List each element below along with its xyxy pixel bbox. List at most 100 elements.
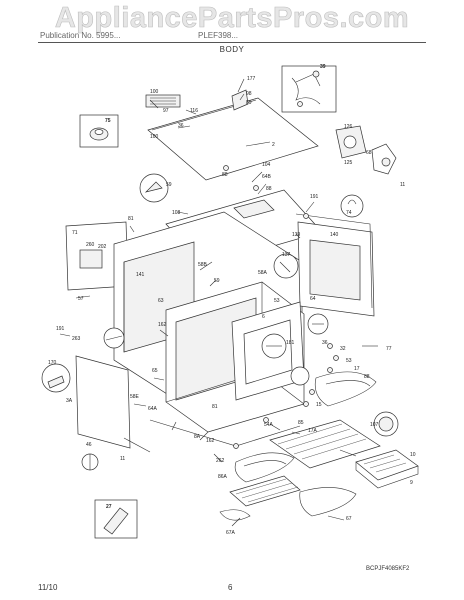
callout-label: 100	[150, 134, 159, 140]
publication-title: Publication No. 5995...	[40, 31, 121, 40]
callout-label: 58A	[258, 270, 268, 276]
inset-box-39	[281, 65, 337, 113]
callout-label: 263	[72, 336, 81, 342]
callout-label: 27	[106, 504, 112, 510]
callout-label: 63	[158, 298, 164, 304]
convection-fan-assembly	[335, 125, 397, 175]
callout-label: 68	[366, 150, 372, 156]
callout-label: 58B	[198, 262, 208, 268]
detail-circle-181	[261, 333, 287, 359]
callout-label: 116	[190, 108, 198, 114]
callout-label: 17A	[308, 428, 318, 434]
callout-label: 64B	[262, 174, 272, 180]
callout-label: 141	[136, 272, 145, 278]
callout-label: 46	[86, 442, 92, 448]
callout-label: 140	[330, 232, 339, 238]
callout-label: 64A	[148, 406, 158, 412]
callout-label: 98	[246, 91, 252, 97]
watermark: AppliancePartsPros.com	[54, 2, 410, 35]
callout-label: 108	[172, 210, 181, 216]
rear-panel	[295, 213, 373, 309]
callout-label: 9	[410, 480, 413, 486]
callout-label: 100	[150, 89, 159, 95]
page-number: 6	[228, 583, 233, 592]
inset-box-75	[79, 114, 119, 148]
callout-label: 67	[346, 516, 352, 522]
callout-label: 59	[166, 182, 172, 188]
callout-label: 81	[128, 216, 134, 222]
callout-label: 11	[120, 456, 125, 462]
callout-label: 53	[274, 298, 280, 304]
callout-label: 3A	[66, 398, 73, 404]
callout-label: 181	[286, 340, 295, 346]
inset-box-27	[94, 499, 138, 539]
callout-label: 139	[292, 232, 301, 238]
callout-label: 2	[272, 142, 275, 148]
detail-circle-263	[103, 327, 125, 349]
callout-label: 74	[346, 210, 352, 216]
callout-label: 125	[344, 160, 353, 166]
callout-label: 88	[364, 374, 370, 380]
callout-labels: 177 98 89 100 116 97 36 100 2 39 75 104 …	[48, 64, 416, 536]
callout-label: 36	[178, 123, 184, 129]
section-title: BODY	[219, 45, 245, 54]
bake-element	[314, 371, 377, 407]
detail-circle-17	[290, 366, 310, 386]
detail-circle-170	[41, 363, 71, 393]
callout-label: 17	[354, 366, 360, 372]
leveling-leg	[81, 453, 99, 471]
publication-model: PLEF398...	[198, 31, 239, 40]
lower-rack	[229, 475, 301, 507]
callout-label: 89	[246, 100, 252, 106]
callout-label: 191	[310, 194, 319, 200]
callout-label: 8A	[194, 434, 201, 440]
callout-label: 97	[163, 108, 169, 114]
oven-rack	[269, 419, 381, 469]
callout-label: 54A	[264, 422, 274, 428]
callout-label: 162	[206, 438, 215, 444]
callout-label: 88	[222, 172, 228, 178]
callout-label: 177	[247, 76, 256, 82]
callout-label: 36	[322, 340, 328, 346]
callout-label: 59	[214, 278, 220, 284]
exploded-parts-diagram: 177 98 89 100 116 97 36 100 2 39 75 104 …	[41, 64, 419, 539]
callout-label: 260	[86, 242, 95, 248]
leader-lines	[59, 78, 378, 527]
callout-label: 57	[78, 296, 84, 302]
figure-code: BCPJF4085KF2	[366, 566, 410, 572]
callout-label: 104	[262, 162, 271, 168]
callout-label: 107	[370, 422, 379, 428]
callout-label: 85	[298, 420, 304, 426]
detail-circle-64	[307, 313, 329, 335]
detail-circle-137	[273, 253, 299, 279]
callout-label: 71	[72, 230, 78, 236]
callout-label: 202	[98, 244, 107, 250]
side-panel-140	[297, 221, 375, 317]
page-header: AppliancePartsPros.com Publication No. 5…	[0, 0, 464, 62]
revision-date: 11/10	[38, 583, 58, 592]
callout-label: 39	[320, 64, 326, 70]
lower-element-67	[299, 487, 357, 517]
detail-circle-59	[139, 173, 169, 203]
callout-label: 58E	[130, 394, 140, 400]
convection-element	[373, 411, 399, 437]
callout-label: 32	[340, 346, 346, 352]
callout-label: 67A	[226, 530, 236, 536]
callout-label: 6	[262, 314, 265, 320]
callout-label: 170	[48, 360, 57, 366]
callout-label: 81	[212, 404, 218, 410]
oven-lamp	[340, 194, 364, 218]
callout-label: 86A	[218, 474, 228, 480]
callout-label: 137	[282, 252, 291, 258]
callout-label: 88	[266, 186, 272, 192]
element-67a	[219, 509, 251, 521]
callout-label: 53	[346, 358, 352, 364]
callout-label: 126	[344, 124, 353, 130]
callout-label: 11	[400, 182, 405, 188]
callout-label: 15	[316, 402, 322, 408]
callout-label: 262	[216, 458, 225, 464]
side-panel-3a	[75, 355, 131, 449]
callout-label: 77	[386, 346, 392, 352]
callout-label: 75	[105, 118, 111, 124]
screws	[223, 165, 339, 449]
